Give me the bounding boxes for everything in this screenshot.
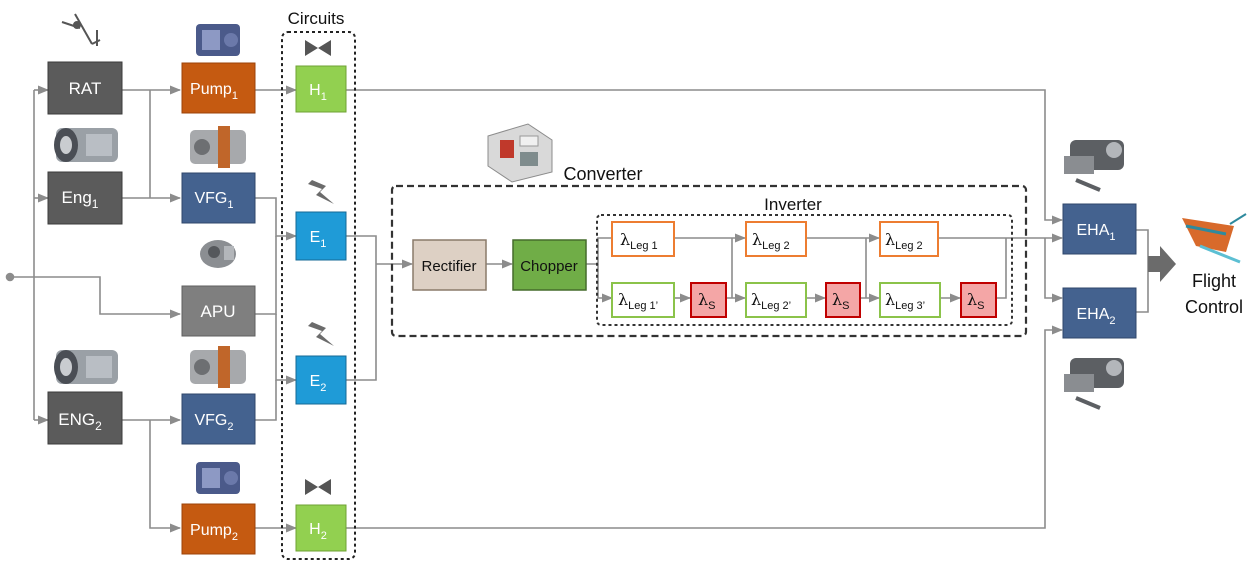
eng2-block[interactable]: ENG2 — [47, 391, 123, 445]
converter-device-icon — [487, 123, 553, 183]
svg-text:Pump1: Pump1 — [190, 81, 238, 102]
eng2-to-pump2 — [149, 420, 182, 533]
apu-to-e — [255, 236, 277, 315]
inverter-leg-2[interactable]: λLeg 2 — [745, 221, 807, 257]
svg-text:H2: H2 — [309, 521, 327, 542]
svg-text:λLeg 1: λLeg 1 — [620, 230, 658, 252]
svg-text:λLeg 3’: λLeg 3’ — [885, 290, 925, 312]
chopper-to-legs — [586, 237, 612, 265]
svg-text:λS: λS — [698, 290, 715, 312]
svg-text:λS: λS — [967, 290, 984, 312]
eha1-block[interactable]: EHA1 — [1062, 203, 1137, 255]
inverter-leg-1-prime[interactable]: λLeg 1’ — [611, 282, 675, 318]
rat-turbine-icon — [61, 13, 101, 46]
engine-icon — [54, 128, 118, 162]
actuator-icon — [1064, 140, 1124, 192]
circuits-group — [281, 31, 356, 560]
svg-text:λLeg 2’: λLeg 2’ — [751, 290, 791, 312]
eha2-out — [1136, 264, 1149, 313]
generator-icon — [190, 346, 246, 388]
flight-control-label-line1: Flight — [1192, 271, 1236, 291]
svg-text:E2: E2 — [310, 373, 327, 394]
lightning-icon — [308, 180, 334, 204]
e1-block[interactable]: E1 — [295, 211, 347, 261]
switch-s1[interactable]: λS — [690, 282, 727, 318]
svg-text:EHA1: EHA1 — [1076, 222, 1115, 243]
h1-block[interactable]: H1 — [295, 65, 347, 113]
h2-block[interactable]: H2 — [295, 504, 347, 552]
flight-control-label-line2: Control — [1185, 297, 1243, 317]
valve-icon — [305, 40, 331, 56]
svg-text:VFG2: VFG2 — [194, 412, 233, 433]
svg-text:ENG2: ENG2 — [58, 410, 102, 433]
svg-text:E1: E1 — [310, 229, 327, 250]
pump2-block[interactable]: Pump2 — [181, 503, 256, 555]
svg-text:λLeg 2: λLeg 2 — [885, 230, 923, 252]
converter-label: Converter — [563, 164, 642, 184]
flight-control-surface-icon — [1182, 213, 1247, 264]
engine-icon — [54, 350, 118, 384]
inverter-leg-1[interactable]: λLeg 1 — [611, 221, 675, 257]
pump-icon — [196, 24, 240, 56]
eha2-block[interactable]: EHA2 — [1062, 287, 1137, 339]
svg-text:EHA2: EHA2 — [1076, 306, 1115, 327]
vfg2-to-e2 — [255, 380, 277, 421]
inv-to-eha2 — [1044, 238, 1064, 303]
actuator-icon — [1064, 358, 1124, 410]
circuits-label: Circuits — [288, 9, 345, 28]
svg-text:H1: H1 — [309, 82, 327, 103]
inverter-group — [596, 214, 1013, 326]
svg-text:Chopper: Chopper — [520, 258, 578, 275]
switch-s2[interactable]: λS — [825, 282, 861, 318]
svg-text:λS: λS — [832, 290, 849, 312]
e2-block[interactable]: E2 — [295, 355, 347, 405]
inverter-leg-3[interactable]: λLeg 2 — [879, 221, 939, 257]
svg-text:Eng1: Eng1 — [62, 188, 99, 211]
chopper-block[interactable]: Chopper — [512, 239, 587, 291]
rat-block[interactable]: RAT — [47, 61, 123, 115]
lightning-icon — [308, 322, 334, 346]
connection-lines — [5, 85, 1149, 533]
valve-icon — [305, 479, 331, 495]
e1-out — [346, 235, 377, 381]
apu-to-e2 — [275, 314, 298, 385]
apu-block[interactable]: APU — [181, 285, 256, 337]
pump-icon — [196, 462, 240, 494]
svg-text:Pump2: Pump2 — [190, 522, 238, 543]
h2-to-eha2 — [346, 325, 1064, 529]
converter-group — [390, 184, 1028, 338]
vfg1-to-e1 — [255, 197, 298, 241]
chopper-to-legs-b — [597, 264, 614, 303]
s3-out — [996, 238, 1007, 299]
vfg1-block[interactable]: VFG1 — [181, 172, 256, 224]
pump1-block[interactable]: Pump1 — [181, 62, 256, 114]
root-line — [10, 276, 182, 319]
rectifier-block[interactable]: Rectifier — [412, 239, 487, 291]
eha1-out — [1136, 229, 1149, 264]
vfg2-block[interactable]: VFG2 — [181, 393, 256, 445]
svg-text:Rectifier: Rectifier — [421, 258, 476, 275]
switch-s3[interactable]: λS — [960, 282, 997, 318]
generator-icon — [190, 126, 246, 168]
inverter-leg-3-prime[interactable]: λLeg 3’ — [879, 282, 941, 318]
svg-text:λLeg 1’: λLeg 1’ — [618, 290, 658, 312]
eng1-block[interactable]: Eng1 — [47, 171, 123, 225]
svg-text:RAT: RAT — [69, 79, 102, 98]
flight-control-arrow — [1148, 246, 1176, 282]
apu-icon — [200, 240, 236, 268]
svg-text:λLeg 2: λLeg 2 — [752, 230, 790, 252]
svg-text:APU: APU — [201, 302, 236, 321]
h1-to-eha1 — [346, 89, 1064, 225]
inverter-label: Inverter — [764, 195, 822, 214]
inverter-leg-2-prime[interactable]: λLeg 2’ — [745, 282, 807, 318]
svg-text:VFG1: VFG1 — [194, 190, 233, 211]
